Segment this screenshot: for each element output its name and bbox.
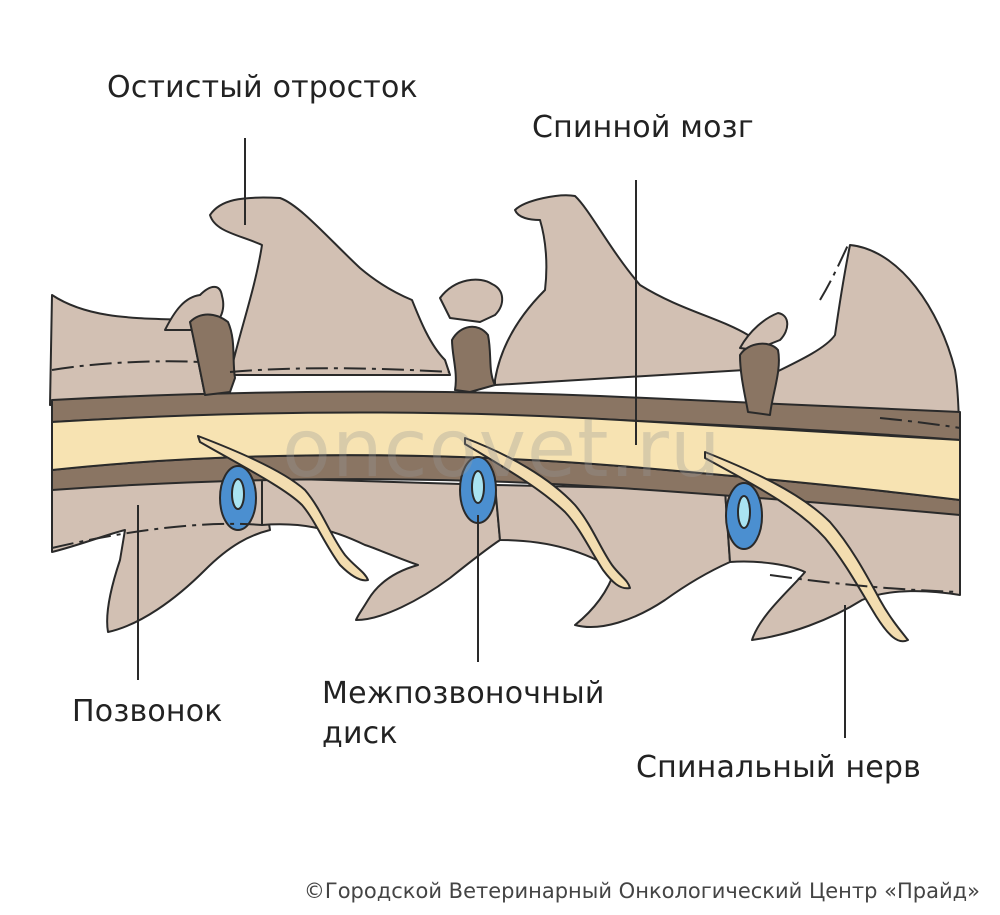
- label-vertebra: Позвонок: [72, 694, 223, 729]
- contour-dashed-1: [51, 360, 201, 371]
- label-spinal-cord: Спинной мозг: [532, 110, 754, 145]
- copyright-notice: ©Городской Ветеринарный Онкологический Ц…: [303, 879, 980, 903]
- articular-process-2: [439, 278, 504, 323]
- ligament-pillar-3: [739, 342, 780, 416]
- label-spinous-process: Остистый отросток: [107, 70, 418, 105]
- spinal-nerve-1: [197, 435, 369, 582]
- vertebral-foot-1: [51, 479, 271, 633]
- ligament-pillar-1: [189, 313, 236, 396]
- contour-dashed-2: [229, 367, 451, 373]
- vertebral-arch-2: [494, 194, 752, 386]
- vertebral-foot-3: [494, 484, 731, 629]
- vertebral-arch-1: [209, 196, 451, 376]
- contour-dashed-6: [879, 417, 961, 429]
- intervertebral-disc-1-nucleus: [231, 478, 245, 510]
- articular-process-3: [739, 312, 789, 351]
- contour-dashed-5: [819, 244, 849, 301]
- label-intervertebral-disc: Межпозвоночный диск: [322, 676, 605, 751]
- spinal-nerve-3: [704, 451, 909, 643]
- contour-dashed-4: [769, 574, 961, 593]
- vertebral-foot-4: [724, 489, 961, 641]
- vertebral-arch-3: [759, 244, 961, 441]
- intervertebral-disc-3-nucleus: [737, 495, 751, 529]
- watermark: oncovet.ru: [282, 402, 722, 495]
- intervertebral-disc-2-nucleus: [471, 470, 485, 504]
- ligament-pillar-2: [451, 325, 496, 393]
- spinal-nerve-2: [464, 437, 631, 590]
- label-spinal-nerve: Спинальный нерв: [636, 750, 922, 785]
